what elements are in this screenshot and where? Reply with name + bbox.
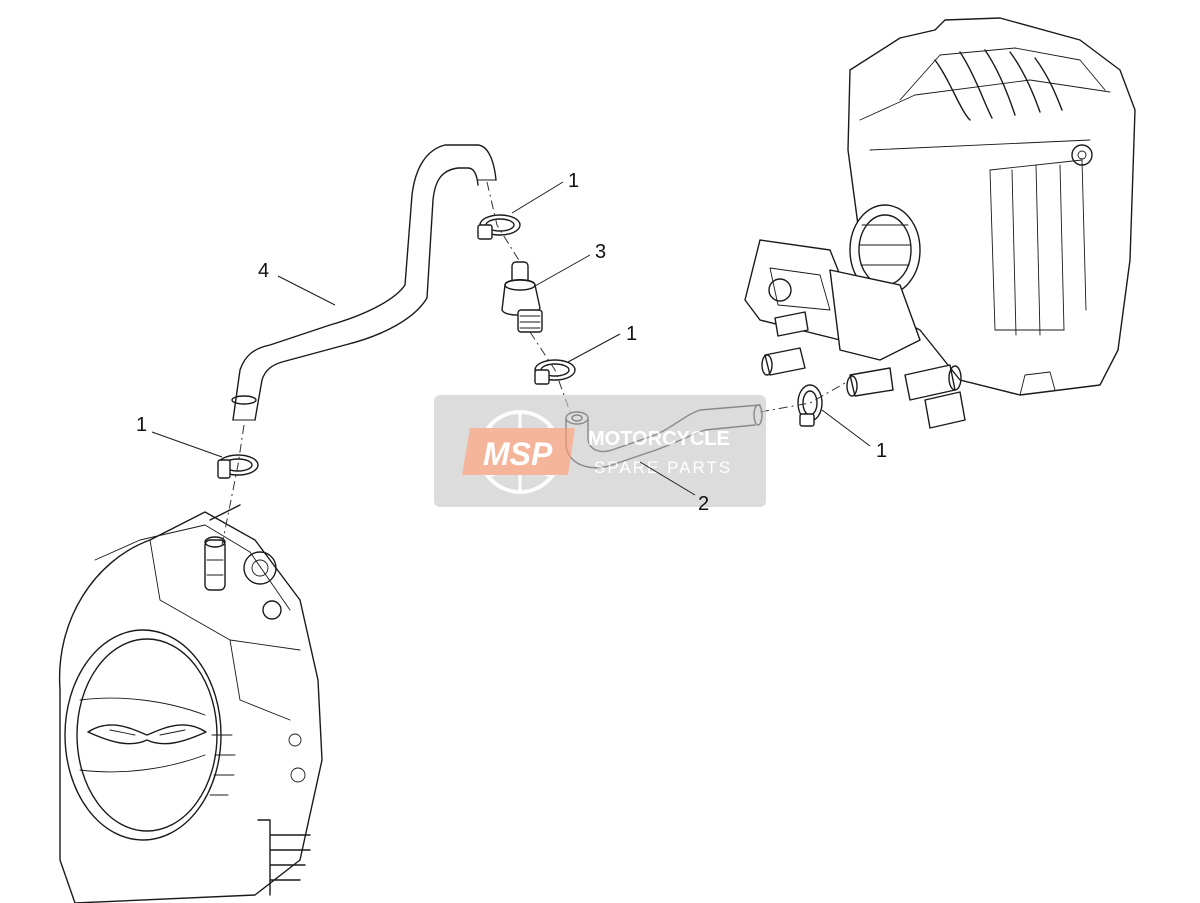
air-filter-box — [744, 17, 1136, 429]
clamp-right — [797, 384, 823, 427]
watermark-logo-badge — [462, 428, 575, 475]
leader-lines — [151, 181, 871, 496]
callout-hose-long: 4 — [258, 260, 269, 282]
callout-clamp-right: 1 — [876, 440, 887, 462]
watermark-line2: SPARE PARTS — [594, 458, 732, 477]
callout-hose-short: 2 — [698, 493, 709, 515]
watermark-box — [434, 395, 766, 507]
callout-valve: 3 — [595, 241, 606, 263]
assembly-axes — [221, 181, 846, 546]
watermark-logo: MSP — [483, 436, 553, 472]
watermark-line1: MOTORCYCLE — [588, 428, 730, 450]
callout-clamp-left: 1 — [136, 414, 147, 436]
callout-clamp-mid: 1 — [626, 323, 637, 345]
hose-long — [231, 144, 497, 421]
clamp-top — [477, 214, 521, 240]
engine-cover — [58, 504, 323, 903]
clamp-mid — [534, 359, 576, 385]
valve — [501, 261, 543, 333]
watermark: MSP MOTORCYCLE SPARE PARTS — [434, 395, 766, 507]
callout-clamp-top: 1 — [568, 170, 579, 192]
callouts: 1 3 4 1 1 1 2 — [136, 170, 887, 515]
